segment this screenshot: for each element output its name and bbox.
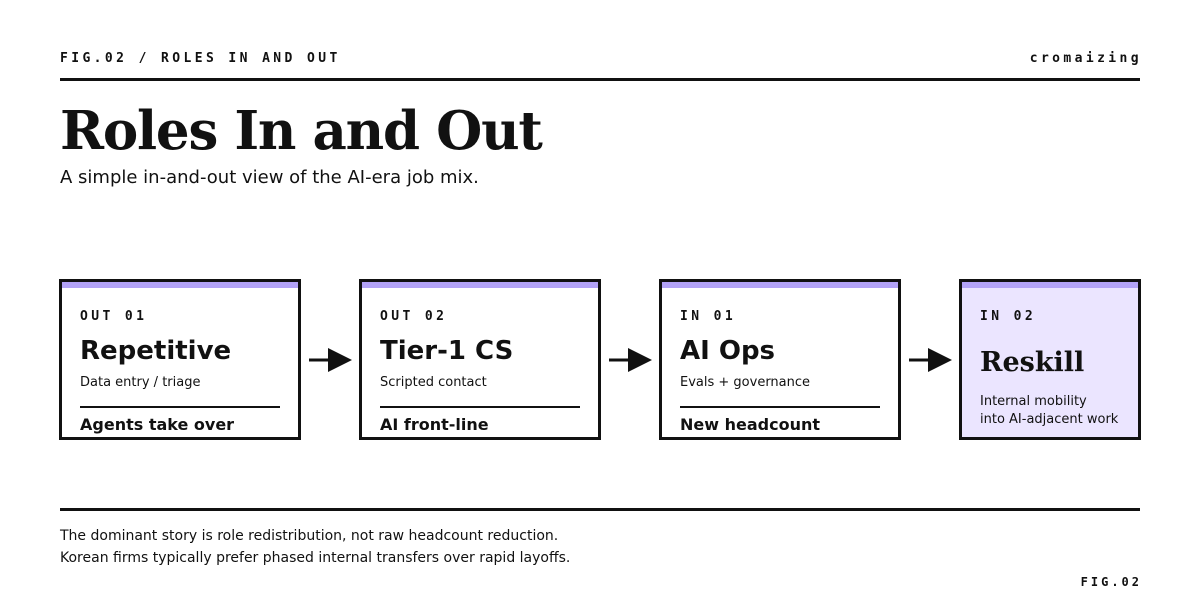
role-card-out-02: OUT 02 Tier-1 CS Scripted contact AI fro… bbox=[359, 279, 601, 440]
footer-figure-label: FIG.02 bbox=[1080, 575, 1142, 589]
brand-name: cromaizing bbox=[1029, 51, 1142, 66]
top-rule bbox=[60, 78, 1140, 81]
bottom-rule bbox=[60, 508, 1140, 511]
role-card-in-02: IN 02 Reskill Internal mobility into AI-… bbox=[959, 279, 1141, 440]
card-accent-bar bbox=[62, 282, 298, 288]
card-divider bbox=[80, 406, 280, 408]
role-card-in-01: IN 01 AI Ops Evals + governance New head… bbox=[659, 279, 901, 440]
card-accent-bar bbox=[962, 282, 1138, 288]
role-card-out-01: OUT 01 Repetitive Data entry / triage Ag… bbox=[59, 279, 301, 440]
card-description-line: Internal mobility bbox=[980, 394, 1087, 409]
footer-note-line: Korean firms typically prefer phased int… bbox=[60, 550, 571, 566]
card-tag: IN 01 bbox=[680, 309, 737, 324]
card-divider bbox=[680, 406, 880, 408]
card-description: Data entry / triage bbox=[80, 375, 201, 390]
card-outcome: AI front-line bbox=[380, 415, 489, 434]
card-description: Scripted contact bbox=[380, 375, 487, 390]
card-title: Repetitive bbox=[80, 336, 232, 366]
footer-note-line: The dominant story is role redistributio… bbox=[60, 528, 559, 544]
card-title: AI Ops bbox=[680, 336, 776, 366]
card-title: Reskill bbox=[980, 347, 1085, 378]
card-description: Evals + governance bbox=[680, 375, 811, 390]
footer-note: The dominant story is role redistributio… bbox=[60, 525, 570, 569]
card-accent-bar bbox=[362, 282, 598, 288]
card-title: Tier-1 CS bbox=[380, 336, 514, 366]
figure-label: FIG.02 / ROLES IN AND OUT bbox=[60, 51, 341, 66]
arrow-right-icon bbox=[309, 348, 352, 372]
card-accent-bar bbox=[662, 282, 898, 288]
page-subtitle: A simple in-and-out view of the AI-era j… bbox=[60, 167, 479, 188]
arrow-right-icon bbox=[609, 348, 652, 372]
card-outcome: Agents take over bbox=[80, 415, 235, 434]
card-outcome: New headcount bbox=[680, 415, 820, 434]
card-tag: OUT 01 bbox=[80, 309, 148, 324]
arrow-right-icon bbox=[909, 348, 952, 372]
card-divider bbox=[380, 406, 580, 408]
card-description-line: into AI-adjacent work bbox=[980, 412, 1119, 427]
card-tag: OUT 02 bbox=[380, 309, 448, 324]
card-tag: IN 02 bbox=[980, 309, 1037, 324]
page-title: Roles In and Out bbox=[60, 100, 543, 162]
card-description: Internal mobility into AI-adjacent work bbox=[980, 393, 1118, 429]
